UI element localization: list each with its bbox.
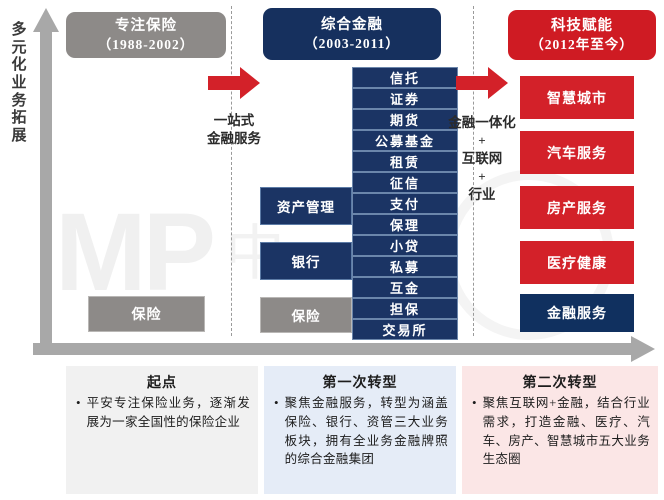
y-axis-label: 多 元 化 业 务 拓 展 (6, 22, 32, 146)
stack-item[interactable]: 期货 (352, 109, 458, 130)
stack-label: 私募 (389, 260, 420, 275)
y-axis-char: 务 (11, 92, 27, 109)
stack-item[interactable]: 公募基金 (352, 130, 458, 151)
stack-label: 租赁 (389, 155, 420, 170)
stack-item[interactable]: 交易所 (352, 319, 458, 340)
stack-item[interactable]: 小贷 (352, 235, 458, 256)
box-label: 房产服务 (547, 201, 607, 217)
y-axis-char: 化 (11, 57, 27, 74)
stack-item[interactable]: 互金 (352, 277, 458, 298)
column3-box-healthcare[interactable]: 医疗健康 (520, 241, 634, 284)
box-label: 汽车服务 (547, 146, 607, 162)
phase-header-1[interactable]: 专注保险 （1988-2002） (66, 12, 226, 58)
column2-pillar-insurance[interactable]: 保险 (260, 297, 352, 333)
column3-box-financial-service[interactable]: 金融服务 (520, 294, 634, 332)
connector-caption-1: 一站式 金融服务 (186, 112, 282, 148)
stack-label: 互金 (389, 281, 420, 296)
summary-panel-transform-1[interactable]: 第一次转型 • 聚焦金融服务，转型为涵盖保险、银行、资管三大业务板块，拥有全业务… (264, 366, 456, 494)
stack-label: 小贷 (389, 239, 420, 254)
connector-line: 行业 (468, 186, 496, 202)
connector-line: 金融一体化 (448, 115, 516, 130)
summary-title: 第一次转型 (322, 376, 398, 391)
connector-line: + (478, 168, 486, 184)
phase-divider-2 (473, 6, 474, 336)
stack-item[interactable]: 信托 (352, 67, 458, 88)
box-label: 保险 (291, 309, 321, 324)
column2-pillar-bank[interactable]: 银行 (260, 242, 352, 280)
phase-divider-1 (231, 6, 232, 336)
stack-label: 证券 (389, 92, 420, 107)
y-axis-char: 业 (11, 75, 27, 92)
transition-arrow-1-icon (208, 66, 260, 100)
summary-text: 平安专注保险业务，逐渐发展为一家全国性的保险企业 (86, 396, 250, 429)
summary-panel-transform-2[interactable]: 第二次转型 • 聚焦互联网+金融，结合行业需求，打造金融、医疗、汽车、房产、智慧… (462, 366, 658, 494)
column2-pillar-asset-management[interactable]: 资产管理 (260, 187, 352, 225)
box-label: 保险 (131, 308, 162, 323)
summary-bullet-icon: • (472, 395, 477, 410)
horizontal-axis-arrow (33, 336, 655, 362)
box-label: 资产管理 (277, 200, 335, 215)
phase-period: （1988-2002） (97, 36, 195, 52)
stack-item[interactable]: 私募 (352, 256, 458, 277)
phase-header-3[interactable]: 科技赋能 （2012年至今） (508, 10, 656, 60)
phase-period: （2003-2011） (304, 35, 400, 51)
connector-line: 互联网 (461, 150, 503, 166)
stack-label: 保理 (389, 218, 420, 233)
summary-text: 聚焦互联网+金融，结合行业需求，打造金融、医疗、汽车、房产、智慧城市五大业务生态… (482, 396, 650, 467)
phase-title: 科技赋能 (551, 18, 613, 35)
box-label: 银行 (291, 255, 321, 270)
box-label: 医疗健康 (547, 256, 607, 272)
summary-bullet-icon: • (274, 395, 279, 410)
summary-text: 聚焦金融服务，转型为涵盖保险、银行、资管三大业务板块，拥有全业务金融牌照的综合金… (284, 396, 448, 467)
summary-bullet-icon: • (76, 395, 81, 410)
stack-label: 担保 (389, 302, 420, 317)
column3-box-auto-service[interactable]: 汽车服务 (520, 131, 634, 174)
stack-item[interactable]: 担保 (352, 298, 458, 319)
transition-arrow-2-icon (456, 66, 508, 100)
column3-box-property-service[interactable]: 房产服务 (520, 186, 634, 229)
column1-box-insurance[interactable]: 保险 (88, 296, 205, 332)
phase-title: 综合金融 (321, 17, 383, 34)
connector-caption-2: 金融一体化 + 互联网 + 行业 (434, 114, 530, 204)
summary-title: 第二次转型 (522, 376, 598, 391)
phase-period: （2012年至今） (530, 36, 634, 52)
summary-title: 起点 (147, 376, 177, 391)
y-axis-char: 展 (11, 128, 27, 145)
stack-item[interactable]: 征信 (352, 172, 458, 193)
stack-label: 信托 (389, 71, 420, 86)
vertical-axis-arrow (33, 8, 59, 348)
phase-header-2[interactable]: 综合金融 （2003-2011） (263, 8, 441, 60)
connector-line: 金融服务 (207, 131, 261, 147)
phase-title: 专注保险 (115, 18, 177, 35)
connector-line: + (478, 133, 486, 149)
stack-label: 公募基金 (374, 134, 435, 149)
box-label: 金融服务 (547, 307, 607, 322)
stack-label: 支付 (389, 197, 420, 212)
stack-item[interactable]: 证券 (352, 88, 458, 109)
stack-label: 期货 (389, 113, 420, 128)
column3-box-smart-city[interactable]: 智慧城市 (520, 76, 634, 119)
stack-item[interactable]: 保理 (352, 214, 458, 235)
watermark-logo: MP (55, 191, 216, 314)
stack-item[interactable]: 租赁 (352, 151, 458, 172)
y-axis-char: 拓 (11, 110, 27, 127)
stack-label: 征信 (389, 176, 420, 191)
box-label: 智慧城市 (547, 91, 607, 107)
connector-line: 一站式 (213, 113, 255, 128)
y-axis-char: 元 (11, 39, 27, 56)
y-axis-char: 多 (11, 22, 27, 38)
stack-label: 交易所 (382, 323, 428, 338)
stack-item[interactable]: 支付 (352, 193, 458, 214)
summary-panel-start[interactable]: 起点 • 平安专注保险业务，逐渐发展为一家全国性的保险企业 (66, 366, 258, 494)
